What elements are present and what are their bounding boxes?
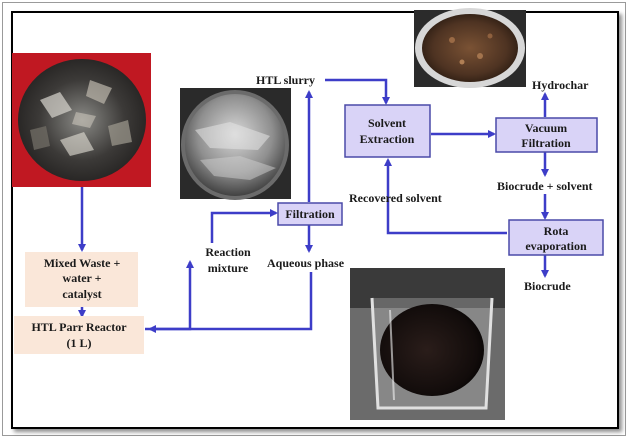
vacuum-filtration-line-1: Vacuum — [525, 121, 567, 135]
rota-evaporation-line-2: evaporation — [525, 239, 587, 253]
biocrude-solvent-label: Biocrude + solvent — [497, 179, 593, 193]
filtration-label: Filtration — [285, 207, 335, 221]
arrow-aqueous-to-reactor — [148, 272, 313, 333]
biocrude-photo — [350, 268, 505, 420]
solvent-extraction-line-2: Extraction — [360, 132, 415, 146]
mixed-waste-line-2: water + — [63, 271, 102, 285]
mixed-waste-line-1: Mixed Waste + — [44, 256, 121, 270]
hydrochar-label: Hydrochar — [532, 78, 589, 92]
parr-reactor-line-1: HTL Parr Reactor — [31, 320, 127, 334]
parr-reactor-node: HTL Parr Reactor (1 L) — [14, 316, 144, 354]
arrow-reaction-mixture-to-filtration — [210, 209, 278, 243]
filtration-node: Filtration — [277, 202, 343, 226]
parr-reactor-line-2: (1 L) — [67, 336, 92, 350]
biocrude-label: Biocrude — [524, 279, 571, 293]
htl-slurry-label: HTL slurry — [256, 73, 315, 87]
aqueous-phase-label: Aqueous phase — [267, 256, 345, 270]
rota-evaporation-line-1: Rota — [544, 224, 569, 238]
vacuum-filtration-line-2: Filtration — [521, 136, 571, 150]
htl-slurry-photo — [180, 88, 291, 200]
hydrochar-photo — [414, 8, 526, 88]
solvent-extraction-line-1: Solvent — [368, 116, 406, 130]
arrow-rota-to-extraction — [384, 158, 507, 235]
arrow-reactor-to-reaction-mixture — [145, 260, 194, 331]
vacuum-filtration-node: Vacuum Filtration — [495, 117, 598, 153]
mixed-waste-node: Mixed Waste + water + catalyst — [25, 252, 138, 307]
arrow-htl-slurry-to-extraction — [325, 78, 390, 105]
mixed-waste-photo — [12, 53, 151, 187]
connectors — [78, 78, 549, 333]
recovered-solvent-label: Recovered solvent — [349, 191, 442, 205]
reaction-mixture-line-1: Reaction — [205, 245, 251, 259]
reaction-mixture-line-2: mixture — [208, 261, 249, 275]
rota-evaporation-node: Rota evaporation — [508, 219, 604, 256]
mixed-waste-line-3: catalyst — [62, 287, 101, 301]
solvent-extraction-node: Solvent Extraction — [344, 104, 431, 158]
